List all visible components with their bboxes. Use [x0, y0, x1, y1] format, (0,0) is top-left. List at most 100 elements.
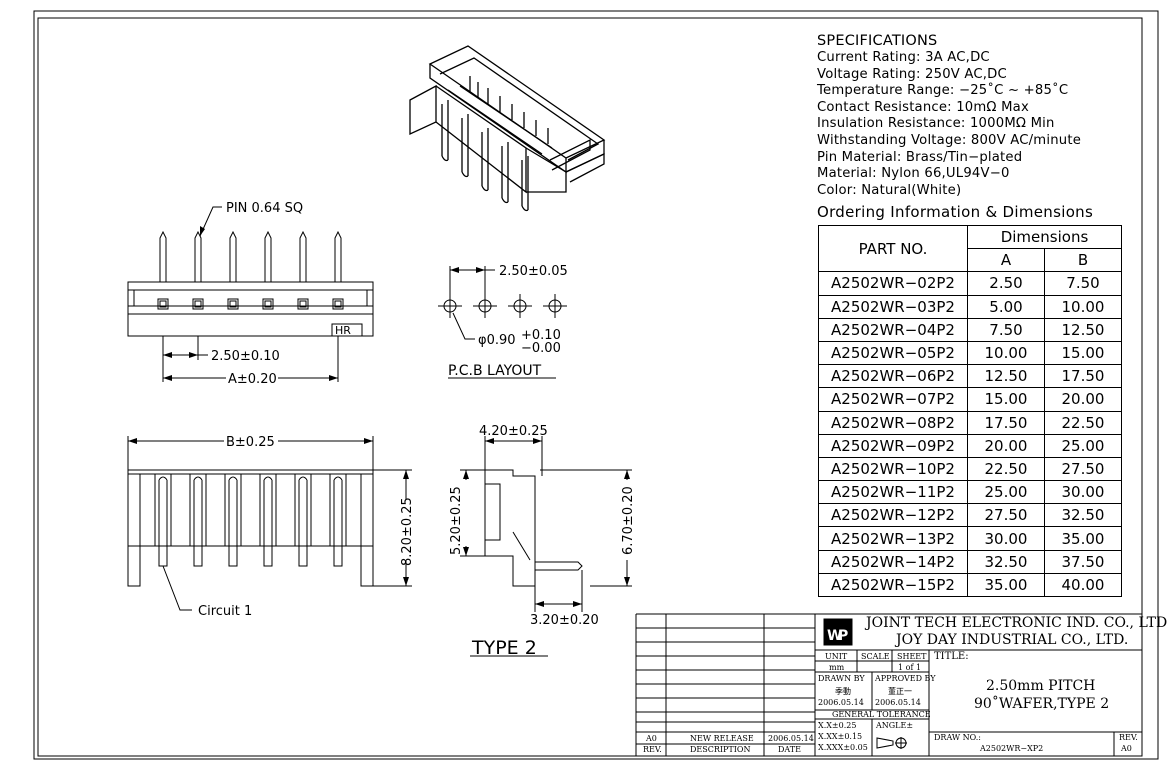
spec-line: Color: Natural(White) — [817, 182, 962, 198]
drawing-title-2: 90˚WAFER,TYPE 2 — [974, 696, 1110, 712]
spec-line: Voltage Rating: 250V AC,DC — [817, 66, 1007, 82]
revision-rev: A0 — [646, 734, 657, 743]
side-pin-dim: 3.20±0.20 — [530, 613, 599, 628]
dimension-b: 15.00 — [1044, 340, 1122, 366]
company-name-1: JOINT TECH ELECTRONIC IND. CO., LTD. — [866, 615, 1167, 631]
angle-label: ANGLE± — [876, 721, 914, 730]
part-number: A2502WR−13P2 — [818, 526, 968, 551]
part-number: A2502WR−08P2 — [818, 410, 968, 435]
rev-label: REV. — [1119, 733, 1138, 742]
part-number: A2502WR−15P2 — [818, 572, 968, 598]
description-header: DESCRIPTION — [690, 745, 751, 754]
pcb-hole-tol-top: +0.10 — [521, 328, 561, 343]
drawn-date: 2006.05.14 — [818, 698, 864, 707]
front-arrows — [163, 226, 338, 381]
circuit-label: Circuit 1 — [198, 604, 252, 619]
revision-description: NEW RELEASE — [690, 734, 754, 743]
company-name-2: JOY DAY INDUSTRIAL CO., LTD. — [896, 632, 1129, 648]
dimension-a: 17.50 — [967, 410, 1045, 435]
pcb-layout-label: P.C.B LAYOUT — [448, 363, 542, 379]
dimension-b: 32.50 — [1044, 503, 1122, 528]
dimension-b: 20.00 — [1044, 387, 1122, 412]
drawn-by-name: 季動 — [835, 687, 851, 696]
draw-no-value: A2502WR−XP2 — [980, 744, 1044, 753]
pcb-hole-dim: φ0.90 — [478, 333, 516, 348]
svg-text:W: W — [827, 628, 842, 644]
part-number: A2502WR−02P2 — [818, 271, 968, 296]
front-view — [127, 206, 374, 382]
pcb-hole-tol-bottom: −0.00 — [521, 341, 561, 356]
part-number: A2502WR−04P2 — [818, 317, 968, 342]
part-number: A2502WR−03P2 — [818, 294, 968, 319]
tolerance-label: GENERAL TOLERANCE — [832, 710, 931, 719]
height-dim: 8.20±0.25 — [400, 497, 415, 566]
dimension-b: 25.00 — [1044, 433, 1122, 458]
part-no-header: PART NO. — [818, 224, 968, 273]
outer-frame — [33, 10, 1159, 760]
title-label: TITLE: — [934, 651, 969, 662]
drawing-title-1: 2.50mm PITCH — [986, 678, 1096, 694]
type-label: TYPE 2 — [471, 637, 537, 659]
dimensions-header: Dimensions — [967, 224, 1122, 250]
approved-by-name: 董正一 — [888, 687, 912, 696]
dimension-a: 15.00 — [967, 387, 1045, 412]
tolerance-3: X.XXX±0.05 — [818, 743, 868, 752]
specifications-block: SPECIFICATIONS Current Rating: 3A AC,DC … — [817, 33, 1081, 199]
sheet-value: 1 of 1 — [898, 663, 922, 672]
approved-date: 2006.05.14 — [875, 698, 921, 707]
pin-size-label: PIN 0.64 SQ — [226, 201, 303, 216]
dimension-a: 2.50 — [967, 271, 1045, 296]
spec-line: Temperature Range: −25˚C ~ +85˚C — [817, 83, 1069, 99]
spec-line: Current Rating: 3A AC,DC — [817, 50, 990, 65]
dimension-b: 17.50 — [1044, 364, 1122, 389]
date-header: DATE — [778, 745, 801, 754]
dimension-b: 30.00 — [1044, 480, 1122, 505]
dimension-a: 32.50 — [967, 549, 1045, 574]
dimension-b: 7.50 — [1044, 271, 1122, 296]
dimension-b: 27.50 — [1044, 456, 1122, 482]
dimension-b: 12.50 — [1044, 317, 1122, 342]
spec-line: Material: Nylon 66,UL94V−0 — [817, 166, 1010, 182]
b-header: B — [1044, 248, 1122, 273]
side-total-dim: 6.70±0.20 — [621, 486, 636, 555]
dimension-a: 20.00 — [967, 433, 1045, 458]
scale-label: SCALE — [861, 652, 890, 661]
dimension-a: 30.00 — [967, 526, 1045, 551]
revision-date: 2006.05.14 — [768, 734, 814, 743]
part-number: A2502WR−10P2 — [818, 456, 968, 482]
part-number: A2502WR−05P2 — [818, 340, 968, 366]
company-logo: W P — [827, 628, 848, 644]
dimension-a: 27.50 — [967, 503, 1045, 528]
dimension-a: 10.00 — [967, 340, 1045, 366]
tolerance-1: X.X±0.25 — [818, 721, 857, 730]
dimension-b: 40.00 — [1044, 572, 1122, 598]
spec-line: Withstanding Voltage: 800V AC/minute — [817, 132, 1082, 148]
rev-value: A0 — [1121, 744, 1132, 753]
inner-frame — [37, 17, 1143, 757]
dimension-a: 5.00 — [967, 294, 1045, 319]
a-dim: A±0.20 — [228, 372, 277, 387]
unit-value: mm — [829, 663, 845, 672]
a-header: A — [967, 248, 1045, 273]
dimension-a: 22.50 — [967, 456, 1045, 482]
side-view — [460, 436, 632, 657]
bottom-view — [127, 436, 412, 611]
isometric-connector-view — [409, 45, 606, 212]
spec-line: Pin Material: Brass/Tin−plated — [817, 149, 1023, 165]
dimension-b: 37.50 — [1044, 549, 1122, 574]
dimension-a: 12.50 — [967, 364, 1045, 389]
approved-by-label: APPROVED BY — [875, 674, 936, 683]
